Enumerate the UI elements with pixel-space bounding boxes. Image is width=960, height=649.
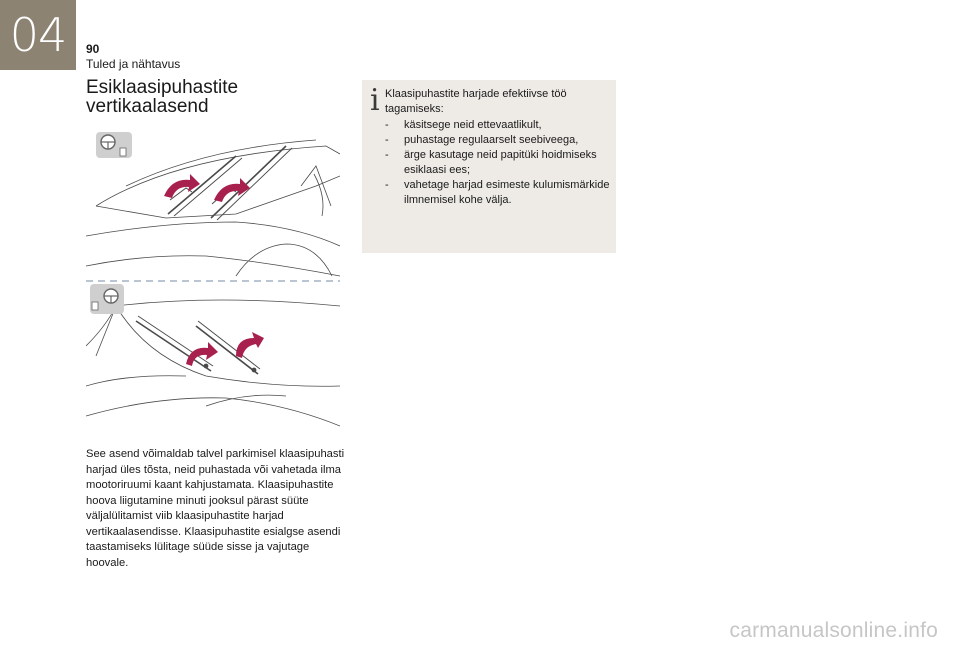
chapter-tab: 04: [0, 0, 76, 70]
wipers-rest-view: [86, 299, 340, 427]
list-item: -puhastage regulaarselt seebiveega,: [385, 134, 579, 146]
lift-arrow-right: [214, 178, 250, 202]
list-item: -vahetage harjad esimeste kulumismärkide…: [385, 179, 610, 206]
body-text: See asend võimaldab talvel parkimisel kl…: [86, 448, 345, 569]
section-label: Tuled ja nähtavus: [86, 57, 181, 71]
info-box: i Klaasipuhastite harjade efektiivse töö…: [362, 80, 616, 253]
lift-arrow-left: [164, 174, 200, 198]
section-title: Esiklaasipuhastite vertikaalasend: [86, 77, 239, 117]
info-list: -käsitsege neid ettevaatlikult, -puhasta…: [385, 118, 610, 208]
chapter-number: 04: [9, 8, 68, 62]
wipers-vertical-view: [86, 139, 340, 277]
lower-arrow-left: [186, 342, 218, 366]
info-intro: Klaasipuhastite harjade efektiivse töö t…: [385, 88, 567, 115]
page-number: 90: [86, 42, 100, 56]
watermark: carmanualsonline.info: [729, 619, 938, 642]
list-item: -ärge kasutage neid papitüki hoidmiseks …: [385, 149, 597, 176]
lower-arrow-right: [236, 332, 264, 358]
wiper-illustration: [86, 132, 340, 427]
steering-badge-top: [96, 132, 132, 158]
info-icon: i: [370, 83, 380, 118]
list-item: -käsitsege neid ettevaatlikult,: [385, 119, 542, 131]
steering-badge-bottom: [90, 284, 124, 314]
